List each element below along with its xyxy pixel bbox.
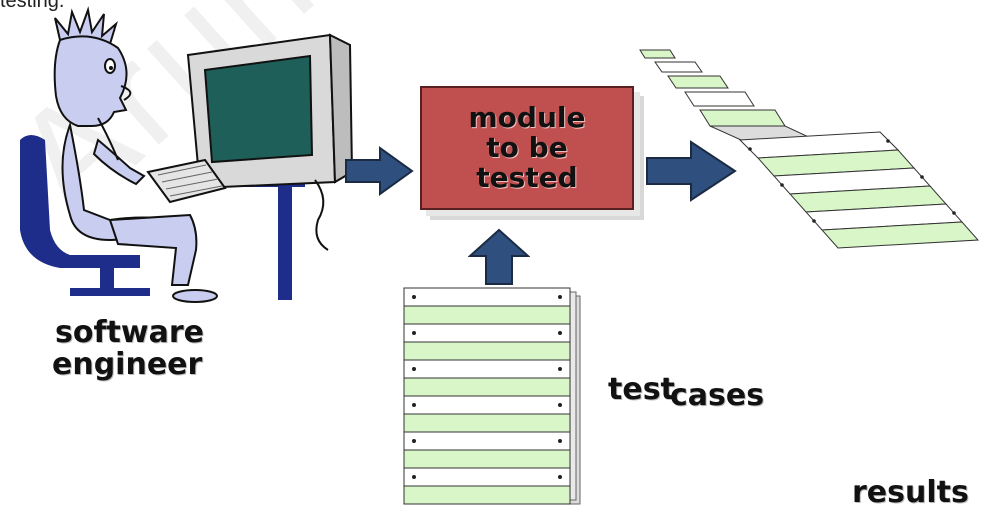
arrow-right-icon — [646, 140, 737, 202]
module-box: module to be tested — [420, 86, 634, 210]
keyboard-icon — [146, 158, 227, 204]
arrow-right-icon — [345, 146, 414, 196]
engineer-label-line1: software — [55, 315, 204, 350]
paper-stack-icon — [403, 287, 581, 505]
module-label-line3: tested — [476, 161, 578, 194]
module-label-line1: module — [468, 101, 586, 134]
computer-icon — [186, 33, 354, 251]
test-label: test — [608, 372, 675, 407]
arrow-up-icon — [468, 228, 530, 285]
person-icon — [53, 6, 218, 303]
top-caption: testing. — [0, 0, 65, 12]
software-engineer-illustration — [20, 6, 354, 303]
engineer-label-line2: engineer — [52, 347, 203, 382]
results-label: results — [852, 475, 969, 510]
cases-label: cases — [670, 378, 765, 413]
module-label-line2: to be — [486, 131, 568, 164]
results-paper-icon — [639, 49, 980, 249]
